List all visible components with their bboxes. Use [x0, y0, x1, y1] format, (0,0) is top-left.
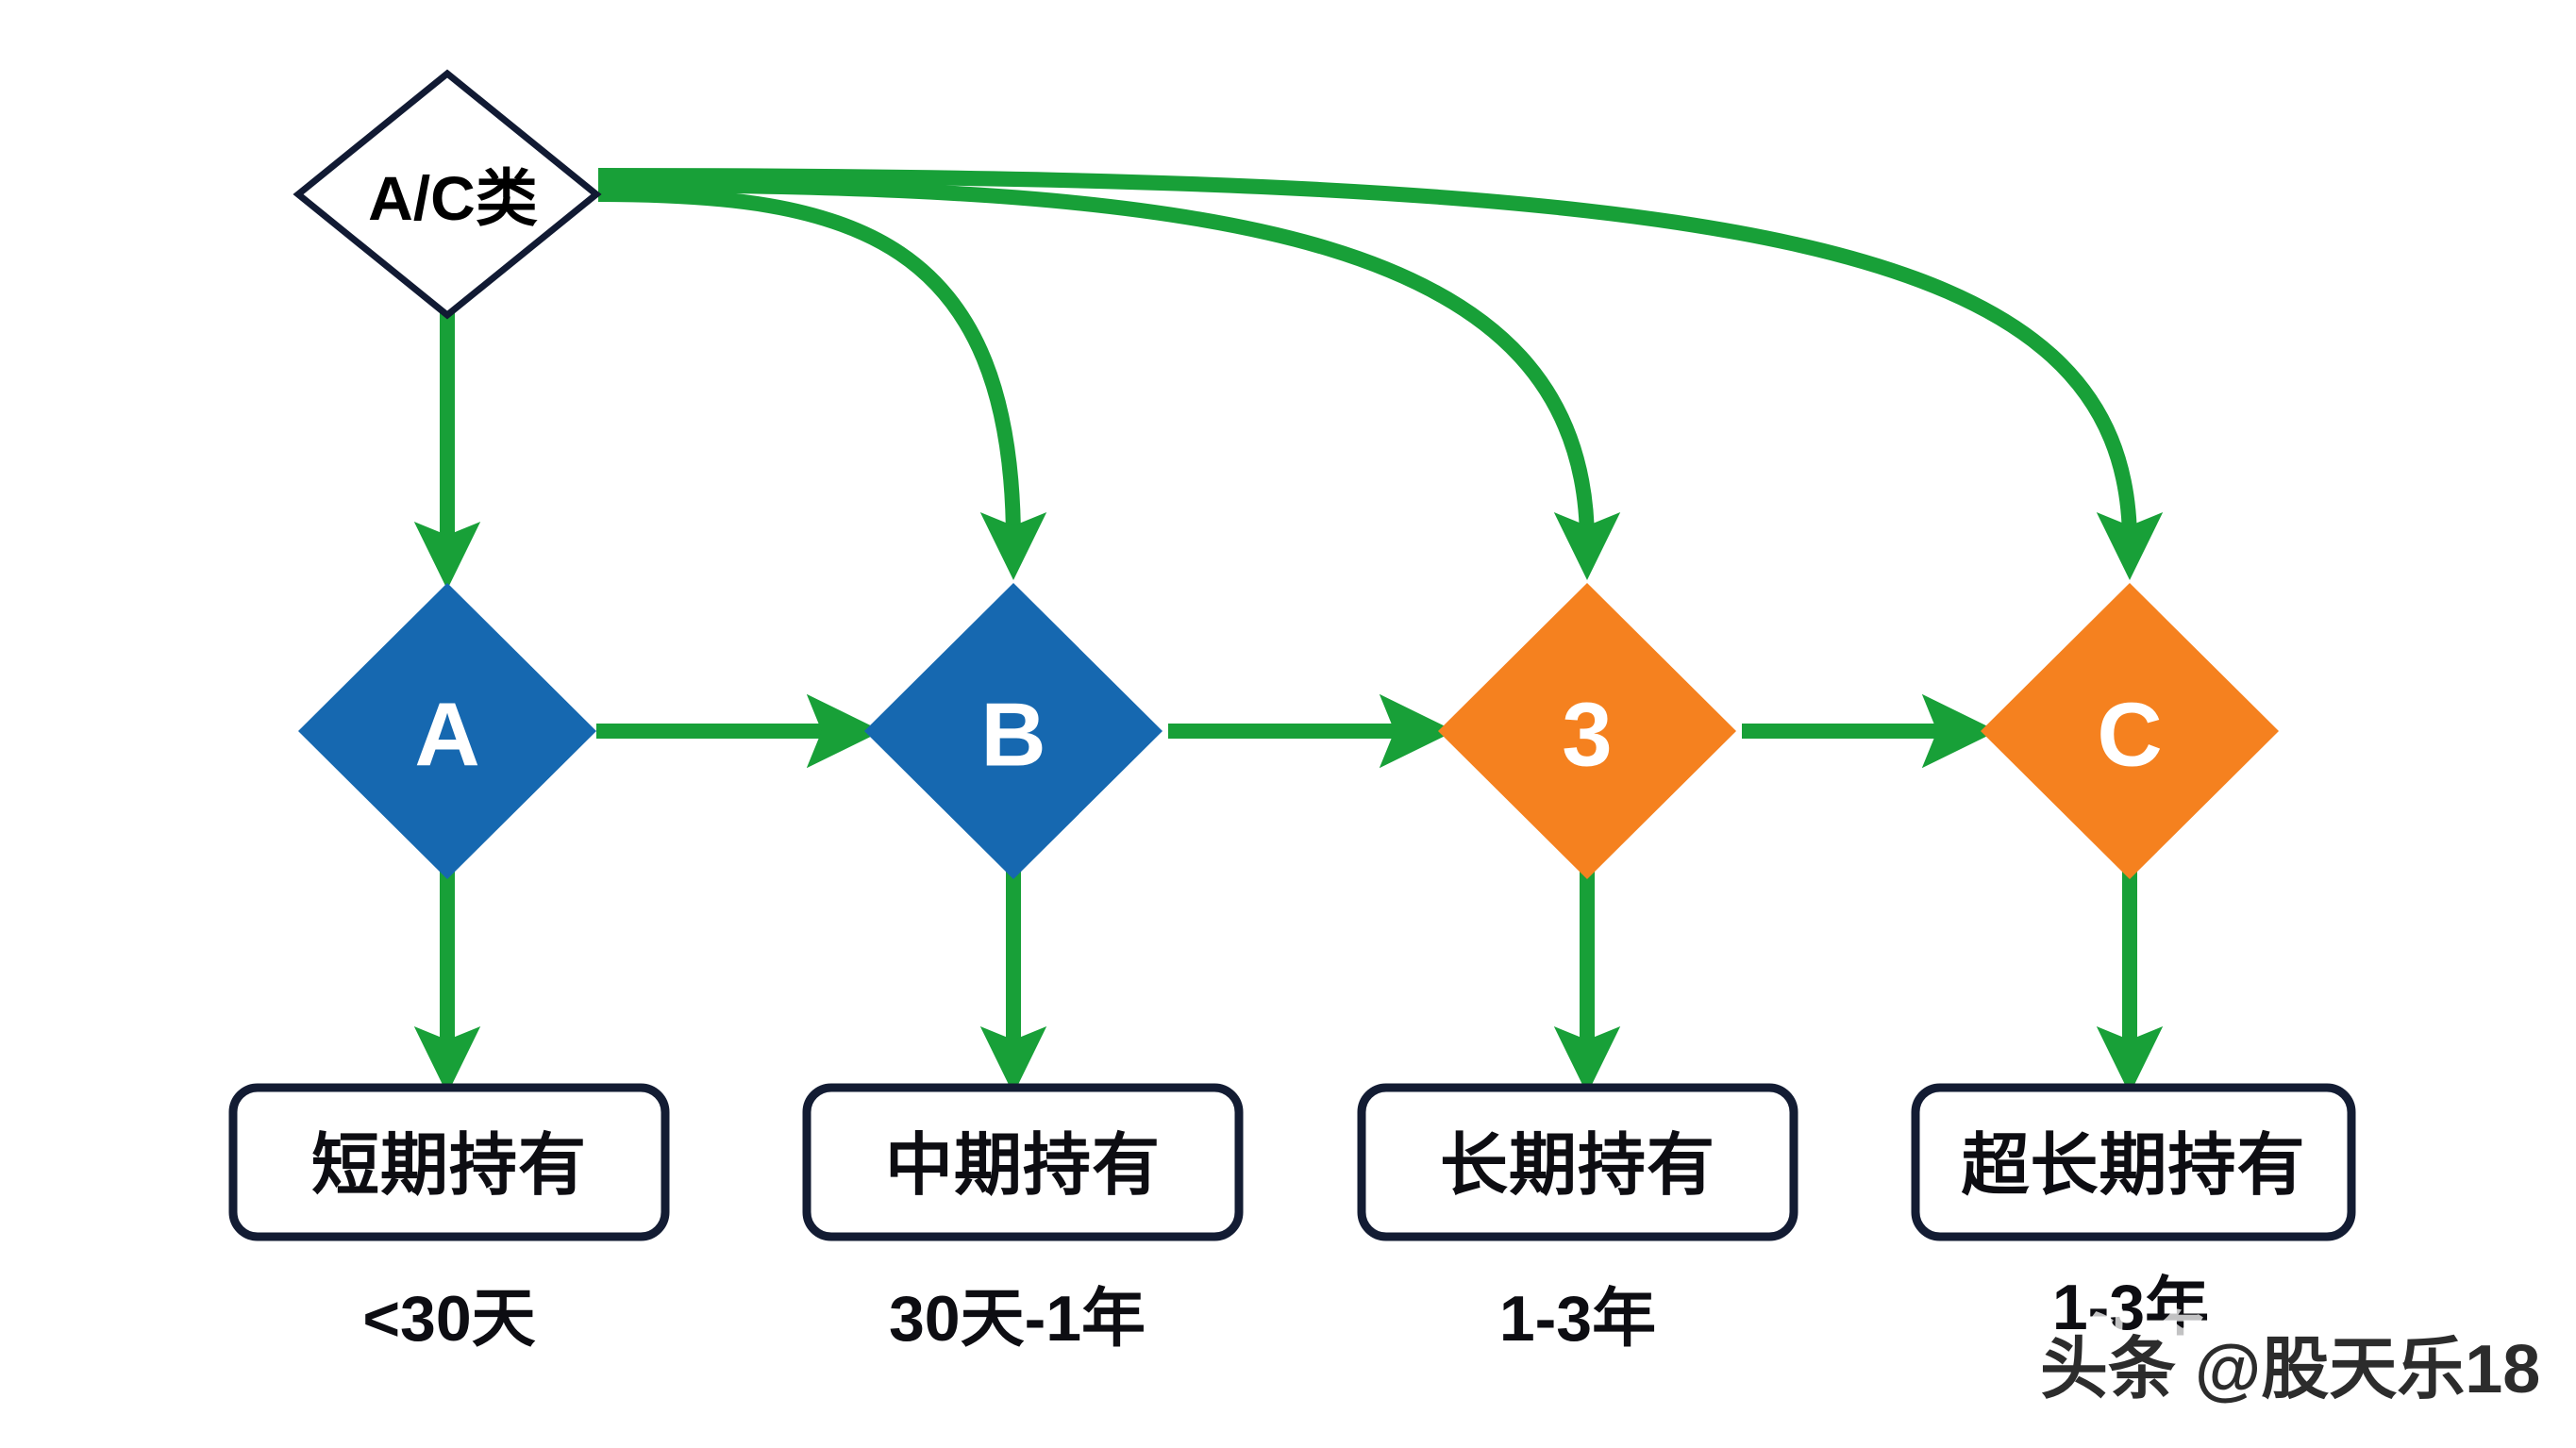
- mid-term-caption: 30天-1年: [889, 1283, 1146, 1355]
- watermark-ghost: 头条 @股天乐18: [2081, 1307, 2576, 1382]
- long-term-box-label: 长期持有: [1440, 1128, 1715, 1204]
- short-term-box-label: 短期持有: [311, 1128, 587, 1204]
- extra-long-term-caption: 1-3年: [2052, 1272, 2209, 1343]
- node-stage-c[interactable]: C: [1981, 583, 2279, 879]
- root-diamond-label: A/C类: [368, 163, 538, 233]
- stage-c-diamond-shape: [1981, 583, 2279, 879]
- mid-term-box-label: 中期持有: [885, 1128, 1161, 1204]
- holding-box-short-term[interactable]: 短期持有 <30天: [228, 1083, 670, 1355]
- stage-3-diamond-shape: [1438, 583, 1736, 879]
- node-root-ac[interactable]: A/C类: [293, 69, 602, 320]
- stage-a-diamond-shape: [298, 583, 596, 879]
- stage-b-diamond-shape: [864, 583, 1163, 879]
- root-diamond-shape: [293, 69, 602, 320]
- holding-box-long-term[interactable]: 长期持有 1-3年: [1357, 1083, 1798, 1355]
- node-stage-3[interactable]: 3: [1438, 583, 1736, 879]
- holding-box-mid-term[interactable]: 中期持有 30天-1年: [802, 1083, 1244, 1355]
- stage-b-label: B: [980, 685, 1045, 786]
- arrow-root-to-b: [597, 187, 1047, 580]
- stage-c-label: C: [2097, 685, 2162, 786]
- watermark-text: 头条 @股天乐18: [2040, 1332, 2540, 1407]
- stage-3-label: 3: [1562, 685, 1612, 786]
- stage-a-label: A: [414, 685, 479, 786]
- short-term-caption: <30天: [362, 1283, 535, 1355]
- long-term-caption: 1-3年: [1499, 1283, 1656, 1355]
- arrow-root-to-c: [597, 168, 2164, 580]
- node-stage-b[interactable]: B: [864, 583, 1163, 879]
- arrow-root-to-3: [597, 177, 1621, 580]
- extra-long-term-box-label: 超长期持有: [1961, 1128, 2305, 1204]
- node-stage-a[interactable]: A: [298, 583, 596, 879]
- holding-box-extra-long-term[interactable]: 超长期持有 1-3年: [1911, 1083, 2356, 1343]
